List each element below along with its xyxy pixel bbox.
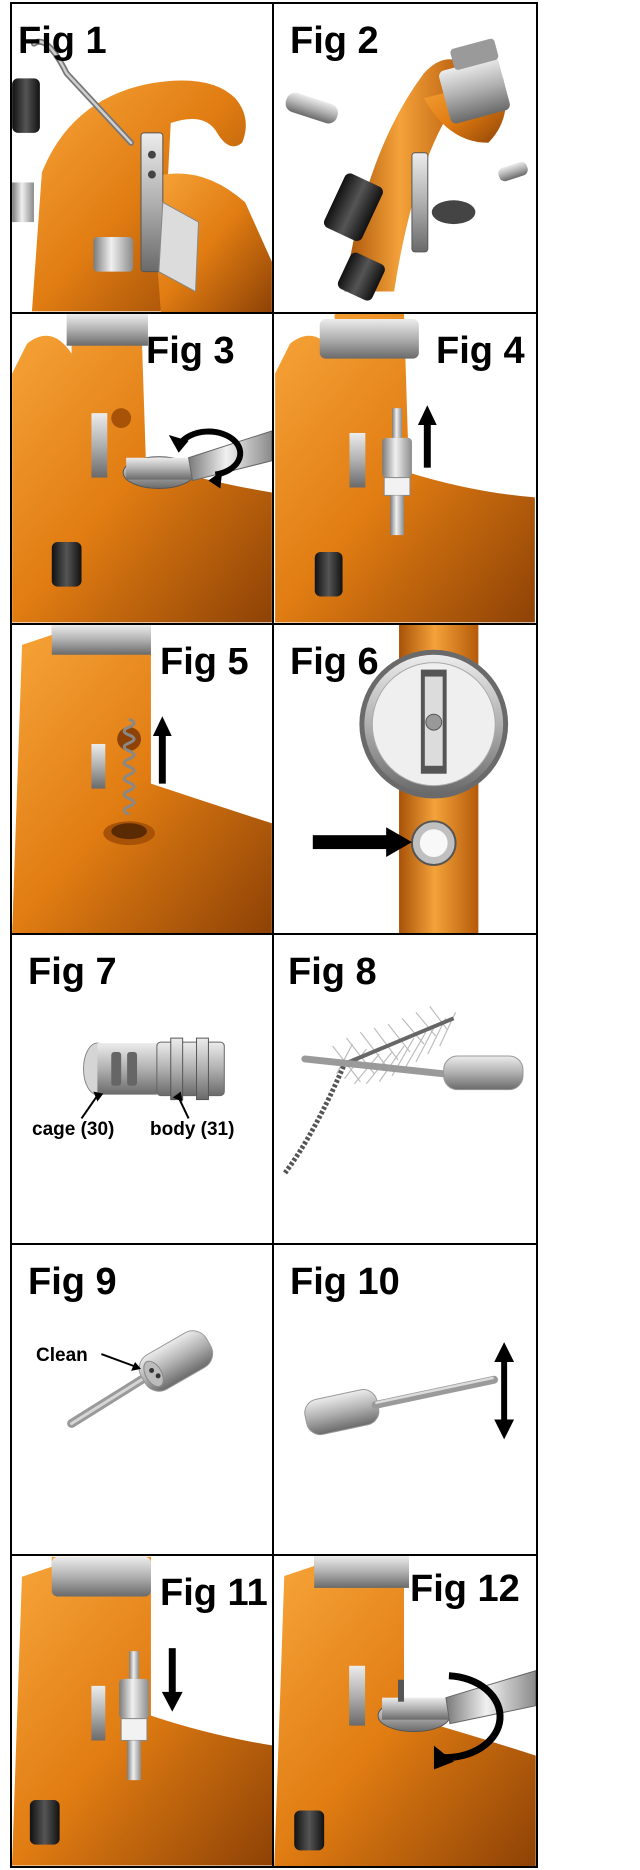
figure-grid: Fig 1 Fig 2 xyxy=(10,2,538,1868)
fig-2-panel: Fig 2 xyxy=(274,4,536,315)
fig-1-illustration xyxy=(12,38,272,313)
fig-4-panel: Fig 4 xyxy=(274,314,536,625)
fig-7-label: Fig 7 xyxy=(28,951,117,993)
fig-11-panel: Fig 11 xyxy=(12,1555,274,1866)
body-callout: body (31) xyxy=(150,1119,235,1140)
fig-10-label: Fig 10 xyxy=(290,1261,400,1304)
fig-8-label: Fig 8 xyxy=(288,951,377,993)
fig-7-illustration xyxy=(80,1037,225,1119)
fig-3-label: Fig 3 xyxy=(146,330,235,373)
fig-4-illustration xyxy=(275,314,535,623)
fig-11-illustration xyxy=(12,1556,272,1866)
fig-1-label: Fig 1 xyxy=(18,20,107,62)
fig-9-illustration xyxy=(67,1330,214,1429)
fig-1-panel: Fig 1 xyxy=(12,4,274,315)
cage-callout: cage (30) xyxy=(32,1119,115,1140)
fig-3-panel: Fig 3 xyxy=(12,314,274,625)
fig-9-panel: Fig 9 Clean xyxy=(12,1245,274,1556)
fig-2-label: Fig 2 xyxy=(290,20,379,62)
fig-8-illustration xyxy=(283,1006,524,1175)
fig-9-label: Fig 9 xyxy=(28,1261,117,1304)
fig-12-illustration xyxy=(274,1555,536,1866)
fig-10-illustration xyxy=(304,1342,515,1440)
fig-6-label: Fig 6 xyxy=(290,640,379,683)
fig-11-label: Fig 11 xyxy=(160,1571,268,1614)
fig-10-panel: Fig 10 xyxy=(274,1245,536,1556)
fig-6-illustration xyxy=(312,624,509,933)
fig-5-illustration xyxy=(12,624,272,933)
fig-8-panel: Fig 8 xyxy=(274,935,536,1246)
fig-6-panel: Fig 6 xyxy=(274,624,536,935)
fig-12-label: Fig 12 xyxy=(410,1567,520,1610)
fig-5-label: Fig 5 xyxy=(160,640,249,683)
fig-3-illustration xyxy=(12,314,272,623)
fig-7-panel: Fig 7 cage (30) body (31) xyxy=(12,935,274,1246)
fig-4-label: Fig 4 xyxy=(436,330,525,373)
fig-12-panel: Fig 12 xyxy=(274,1555,536,1866)
clean-callout: Clean xyxy=(36,1345,88,1367)
fig-2-illustration xyxy=(285,38,528,301)
fig-5-panel: Fig 5 xyxy=(12,624,274,935)
